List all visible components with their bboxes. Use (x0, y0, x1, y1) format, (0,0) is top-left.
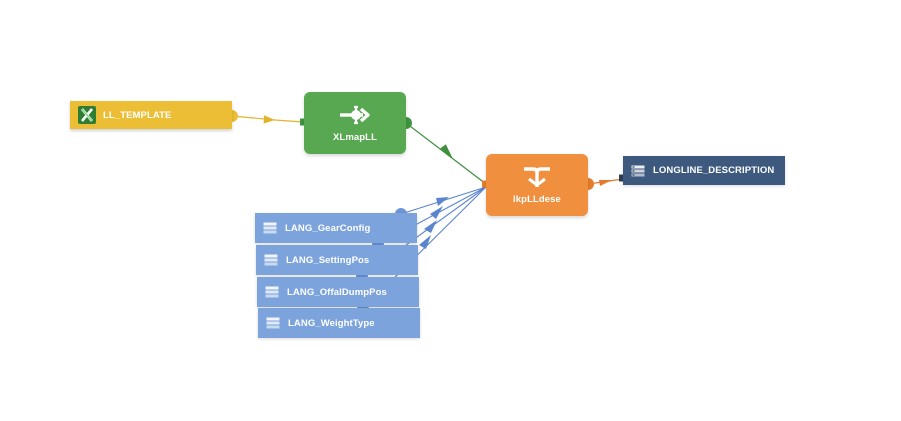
edge-lang-arrowhead (419, 235, 431, 249)
node-label: lkpLLdese (513, 194, 561, 205)
node-label: LONGLINE_DESCRIPTION (653, 165, 775, 176)
node-lkplldese[interactable]: lkpLLdese (486, 154, 588, 216)
node-label: LANG_GearConfig (285, 222, 371, 234)
node-label: LANG_OffalDumpPos (287, 286, 387, 298)
node-label: XLmapLL (333, 132, 377, 143)
edge-lang-arrowhead (430, 206, 443, 219)
table-icon (631, 165, 645, 176)
node-label: LL_TEMPLATE (103, 109, 172, 121)
node-lang-offaldumppos[interactable]: LANG_OffalDumpPos (257, 277, 419, 307)
edge-template-arrowhead (263, 115, 275, 124)
node-lang-settingpos[interactable]: LANG_SettingPos (256, 245, 418, 275)
edge-xlmap-arrowhead (440, 144, 453, 159)
edge-lang-arrowhead (436, 197, 449, 206)
lookup-transform-icon (524, 167, 550, 187)
excel-icon (78, 106, 96, 124)
node-label: LANG_SettingPos (286, 254, 370, 266)
node-label: LANG_WeightType (288, 317, 375, 329)
node-longline-description[interactable]: LONGLINE_DESCRIPTION (623, 156, 785, 185)
edge-lkp-arrowhead (599, 180, 612, 186)
edge-lang-gearconfig (400, 186, 487, 215)
node-lang-weighttype[interactable]: LANG_WeightType (258, 308, 420, 338)
node-lang-gearconfig[interactable]: LANG_GearConfig (255, 213, 417, 243)
node-xlmapll[interactable]: XLmapLL (304, 92, 406, 154)
table-icon (264, 254, 278, 266)
edge-template-to-xlmap (231, 115, 304, 123)
edge-lang-arrowhead (424, 220, 437, 233)
table-icon (266, 317, 280, 329)
edge-xlmap-to-lkp (405, 122, 487, 185)
edge-lkp-to-longline (587, 178, 624, 185)
map-transform-icon (340, 105, 370, 125)
table-icon (265, 286, 279, 298)
node-ll-template[interactable]: LL_TEMPLATE (70, 101, 232, 129)
table-icon (263, 222, 277, 234)
